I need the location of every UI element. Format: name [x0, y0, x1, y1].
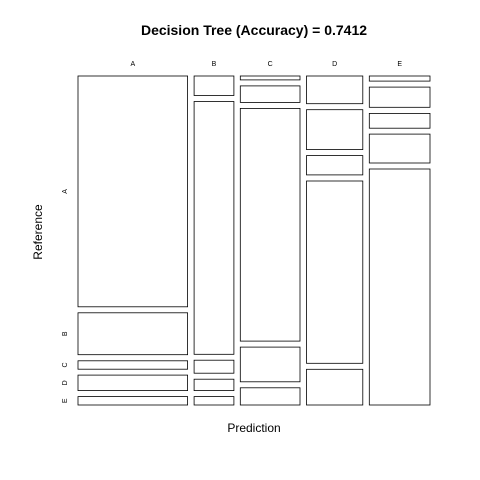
y-tick-labels: A B C D E [62, 189, 69, 403]
cell-pred-d-ref-b [306, 109, 364, 150]
cell-pred-e-ref-b [368, 86, 431, 108]
cell-pred-c-ref-d [239, 346, 301, 383]
y-tick-label: E [62, 398, 69, 403]
cell-pred-b-ref-e [193, 396, 235, 406]
cell-pred-d-ref-a [306, 75, 364, 105]
x-tick-label: E [397, 61, 402, 68]
x-tick-label: A [130, 61, 135, 68]
cell-pred-e-ref-c [368, 113, 431, 129]
y-tick-label: D [62, 380, 69, 385]
cell-pred-a-ref-c [77, 360, 188, 370]
cell-pred-b-ref-d [193, 378, 235, 392]
cell-pred-e-ref-a [368, 75, 431, 82]
y-tick-label: C [62, 362, 69, 367]
cell-pred-c-ref-e [239, 387, 301, 406]
cell-pred-d-ref-d [306, 180, 364, 364]
cell-pred-a-ref-a [77, 75, 188, 308]
y-tick-label: A [62, 189, 69, 194]
cell-pred-b-ref-c [193, 359, 235, 374]
cell-pred-b-ref-a [193, 75, 235, 96]
mosaic-cells [77, 75, 431, 406]
x-axis-label: Prediction [227, 421, 280, 435]
cell-pred-e-ref-d [368, 133, 431, 164]
cell-pred-a-ref-e [77, 396, 188, 406]
y-axis-label: Reference [31, 204, 45, 260]
cell-pred-c-ref-b [239, 85, 301, 103]
x-tick-labels: A B C D E [130, 61, 402, 68]
cell-pred-c-ref-c [239, 108, 301, 342]
cell-pred-e-ref-e [368, 168, 431, 406]
x-tick-label: C [268, 61, 273, 68]
x-tick-label: B [212, 61, 217, 68]
cell-pred-a-ref-d [77, 374, 188, 392]
cell-pred-d-ref-c [306, 155, 364, 176]
y-tick-label: B [62, 331, 69, 336]
cell-pred-a-ref-b [77, 312, 188, 356]
cell-pred-b-ref-b [193, 101, 235, 355]
x-tick-label: D [332, 61, 337, 68]
chart-title: Decision Tree (Accuracy) = 0.7412 [141, 22, 367, 38]
cell-pred-c-ref-a [239, 75, 301, 81]
cell-pred-d-ref-e [306, 368, 364, 406]
